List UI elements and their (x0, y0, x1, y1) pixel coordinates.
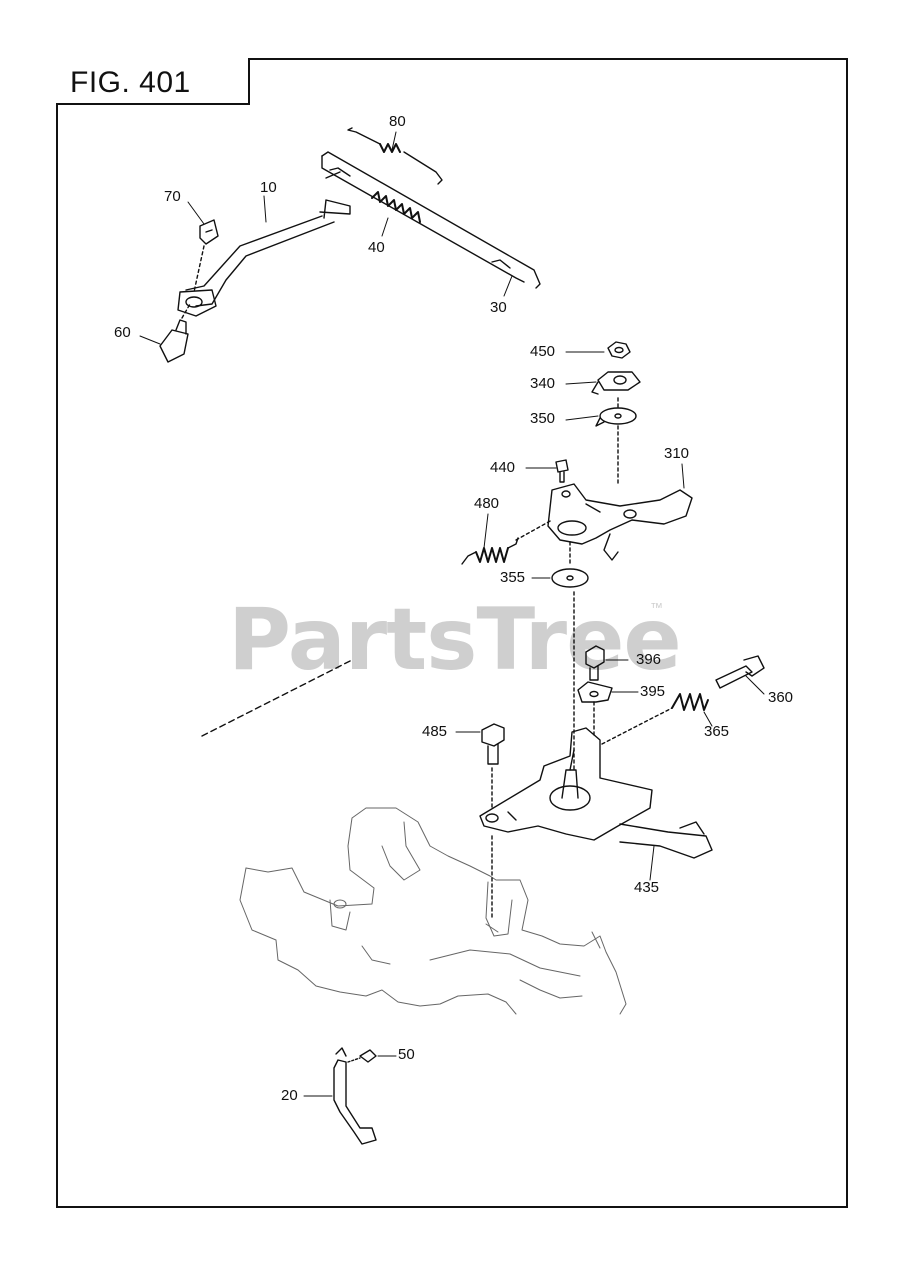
part-310-lever (547, 483, 693, 561)
figure-label: FIG. 401 (70, 66, 191, 99)
leader-line-engine (201, 659, 353, 737)
leader-spring (601, 707, 673, 745)
callout-310: 310 (664, 445, 690, 462)
part-340-washer (591, 371, 641, 395)
callout-60: 60 (114, 324, 131, 341)
part-10-lever (177, 199, 351, 317)
engine-outline (239, 807, 627, 1015)
part-365-spring (671, 693, 709, 711)
part-395-clip (577, 681, 613, 703)
callout-80: 80 (389, 113, 406, 130)
callout-435: 435 (634, 879, 660, 896)
part-480-spring (461, 519, 553, 565)
part-70-clip (193, 219, 219, 293)
callout-350: 350 (530, 410, 556, 427)
callout-340: 340 (530, 375, 556, 392)
diagram-border (56, 58, 848, 1208)
figure-label-box (56, 58, 250, 105)
callout-50: 50 (398, 1046, 415, 1063)
callout-480: 480 (474, 495, 500, 512)
part-50-clip (347, 1049, 377, 1063)
part-440-screw (555, 459, 569, 483)
callout-396: 396 (636, 651, 662, 668)
part-396-screw (585, 645, 605, 681)
part-360-bolt (715, 655, 765, 689)
part-350-washer (595, 407, 637, 427)
callout-440: 440 (490, 459, 516, 476)
callout-365: 365 (704, 723, 730, 740)
part-485-bolt (481, 723, 505, 765)
callout-360: 360 (768, 689, 794, 706)
part-20-arm (333, 1047, 377, 1145)
part-450-nut (607, 341, 631, 359)
callout-30: 30 (490, 299, 507, 316)
part-435-bracket (479, 727, 713, 859)
part-355-washer (551, 568, 589, 588)
part-80-spring (347, 127, 443, 185)
watermark-trademark: ™ (650, 600, 663, 615)
part-30-rod (321, 151, 541, 289)
watermark-brand: PartsTree (228, 590, 682, 690)
callout-355: 355 (500, 569, 526, 586)
callout-70: 70 (164, 188, 181, 205)
callout-485: 485 (422, 723, 448, 740)
callout-leaders (139, 131, 765, 1097)
callout-10: 10 (260, 179, 277, 196)
callout-395: 395 (640, 683, 666, 700)
callout-20: 20 (281, 1087, 298, 1104)
callout-450: 450 (530, 343, 556, 360)
part-40-spring (371, 191, 421, 223)
callout-40: 40 (368, 239, 385, 256)
part-60-bolt (159, 303, 191, 363)
